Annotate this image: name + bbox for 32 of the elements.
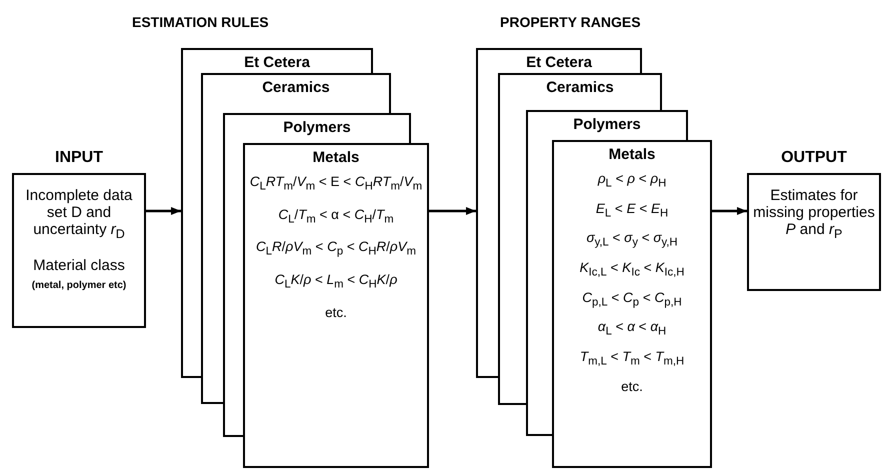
inequality-formula: ρ$_{L}$ < ρ < ρ$_{H}$ [596,171,668,190]
formula-text: etc. [324,304,348,320]
card-title: Metals [312,149,360,166]
inequality-formula: C$_{L}$K/ρ < L$_{m}$ < C$_{H}$K/ρ [274,272,398,291]
card-title: Et Cetera [525,54,593,71]
arrow [712,207,747,215]
column-heading: ESTIMATION RULES [132,14,269,30]
inequality-formula: C$_{L}$R/ρV$_{m}$ < C$_{p}$ < C$_{H}$R/ρV$_{m}$ [255,239,417,258]
inequality-formula: T$_{m,L}$ < T$_{m}$ < T$_{m,H}$ [578,349,686,368]
card-title: Ceramics [261,79,331,96]
card-title: Et Cetera [243,54,311,71]
arrow [429,207,476,215]
arrow [146,207,181,215]
card-title: Polymers [572,116,642,133]
card-title: Ceramics [545,79,615,96]
section-heading: INPUT [54,149,104,167]
description-text: Material class [32,257,126,274]
inequality-formula: C$_{p,L}$ < C$_{p}$ < C$_{p,H}$ [581,290,683,308]
inequality-formula: σ$_{y,L}$ < σ$_{y}$ < σ$_{y,H}$ [585,230,679,250]
description-text: Incomplete data set D and uncertainty r$_{D}$ [24,187,134,243]
column-heading: PROPERTY RANGES [500,14,641,30]
card-title: Polymers [282,119,352,136]
inequality-formula: E$_{L}$ < E < E$_{H}$ [594,200,670,220]
section-heading: OUTPUT [780,149,848,167]
formula-text: etc. [620,378,644,394]
inequality-formula: C$_{L}$RT$_{m}$/V$_{m}$ < E < C$_{H}$RT$_{m}$/V$_{m}$ [248,174,424,193]
inequality-formula: α$_{L}$ < α < α$_{H}$ [596,319,668,338]
description-text: Estimates for missing properties P and r$_{P}$ [752,187,876,243]
inequality-formula: K$_{Ic,L}$ < K$_{Ic}$ < K$_{Ic,H}$ [578,260,686,279]
description-text: (metal, polymer etc) [30,279,128,293]
inequality-formula: C$_{L}$/T$_{m}$ < α < C$_{H}$/T$_{m}$ [277,206,395,226]
card-title: Metals [608,146,656,163]
